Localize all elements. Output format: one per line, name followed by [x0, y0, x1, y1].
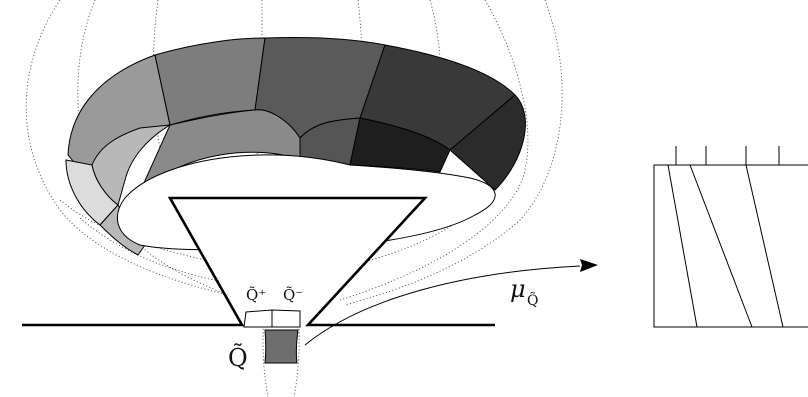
q-minus-label: Q̃⁻	[283, 286, 303, 304]
funnel-shape	[170, 198, 425, 325]
mu-arrow	[304, 265, 581, 346]
band-segment-5	[449, 94, 526, 191]
measure-panel	[653, 146, 808, 328]
panel-frame	[653, 164, 808, 328]
mu-subscript-label: Q̃	[527, 291, 538, 309]
q-tilde-label: Q̃	[228, 344, 248, 372]
panel-slanted-line	[689, 164, 753, 328]
funnel-outline	[22, 196, 495, 327]
meridian-curve	[25, 0, 251, 301]
meridian-curve	[344, 0, 563, 306]
cell-q-minus	[271, 309, 301, 328]
panel-slanted-line	[667, 164, 698, 328]
meridian-curve	[262, 304, 269, 397]
mu-arrowhead	[580, 259, 598, 272]
inner-segment-2	[91, 124, 171, 206]
q-plus-label: Q̃⁺	[246, 286, 266, 304]
inner-band	[65, 109, 451, 256]
mu-label: μ	[510, 275, 526, 303]
cell-q	[243, 309, 301, 364]
meridian-curve	[339, 0, 529, 301]
cell-q-square	[264, 329, 299, 364]
meridian-curve	[293, 304, 300, 397]
cell-q-plus	[243, 309, 273, 328]
panel-slanted-line	[745, 164, 784, 328]
